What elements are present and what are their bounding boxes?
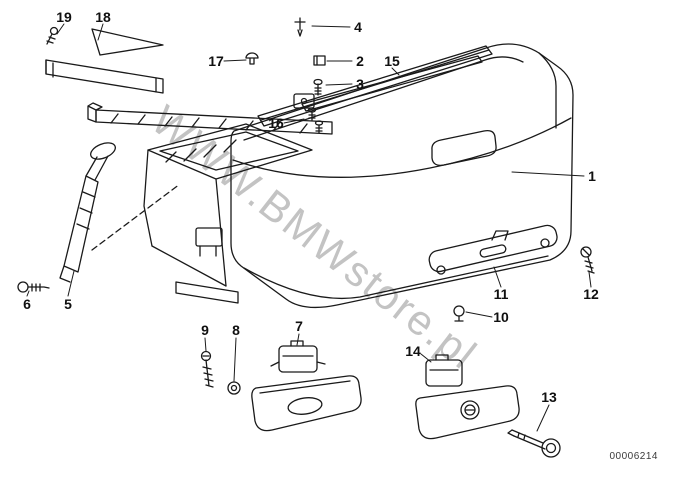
- part-9-screw: [200, 350, 214, 388]
- part-5-strut: [59, 142, 116, 283]
- callout-2[interactable]: 2: [356, 53, 364, 69]
- callout-5[interactable]: 5: [64, 296, 72, 312]
- callout-6[interactable]: 6: [23, 296, 31, 312]
- part-17-clip: [245, 52, 259, 65]
- part-8-washer: [227, 381, 241, 395]
- image-number: 00006214: [609, 451, 658, 462]
- callout-16[interactable]: 16: [268, 115, 284, 131]
- callout-8[interactable]: 8: [232, 322, 240, 338]
- callout-14[interactable]: 14: [405, 343, 421, 359]
- part-12-screw: [580, 246, 595, 274]
- callout-9[interactable]: 9: [201, 322, 209, 338]
- callout-4[interactable]: 4: [354, 19, 362, 35]
- part-2-clip: [313, 55, 326, 66]
- part-18-trim: [45, 28, 164, 94]
- callout-10[interactable]: 10: [493, 309, 509, 325]
- callout-1[interactable]: 1: [588, 168, 596, 184]
- glovebox-liner: [91, 123, 313, 304]
- callout-19[interactable]: 19: [56, 9, 72, 25]
- callout-3[interactable]: 3: [356, 76, 364, 92]
- part-13-key: [507, 429, 561, 458]
- part-6-screw: [17, 281, 50, 293]
- part-14-lock-latch: [415, 354, 520, 440]
- leader-lines: [26, 23, 592, 432]
- callout-18[interactable]: 18: [95, 9, 111, 25]
- callout-11[interactable]: 11: [493, 286, 509, 302]
- callout-7[interactable]: 7: [295, 318, 303, 334]
- part-10-buffer: [453, 305, 465, 322]
- callout-15[interactable]: 15: [384, 53, 400, 69]
- part-4-clip: [294, 17, 306, 37]
- part-19-screw: [46, 26, 59, 45]
- callout-17[interactable]: 17: [208, 53, 224, 69]
- part-1-housing: [230, 43, 574, 309]
- part-11-striker: [428, 224, 558, 275]
- callout-12[interactable]: 12: [583, 286, 599, 302]
- part-3-screw: [313, 78, 323, 96]
- part-7-latch: [251, 340, 362, 432]
- callout-13[interactable]: 13: [541, 389, 557, 405]
